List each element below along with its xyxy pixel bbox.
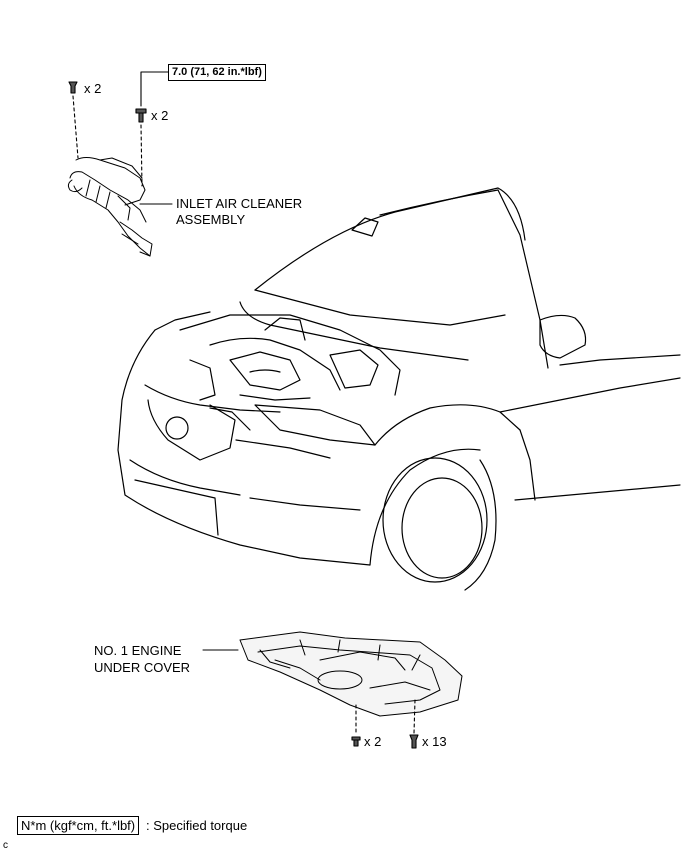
bolt-qty-top: x 2 [151, 108, 169, 123]
torque-spec-box: 7.0 (71, 62 in.*lbf) [168, 64, 266, 81]
bolt-icon [135, 108, 147, 123]
under-cover-label-line1: NO. 1 ENGINE [94, 643, 182, 658]
air-cleaner-label-line2: ASSEMBLY [176, 212, 246, 227]
under-cover-drawing [239, 631, 463, 717]
bolt-icon [351, 736, 361, 747]
under-cover-label-line2: UNDER COVER [94, 660, 191, 675]
air-cleaner-drawing [67, 157, 153, 257]
air-cleaner-label-line1: INLET AIR CLEANER [176, 196, 303, 211]
vehicle-drawing [117, 187, 681, 591]
torque-legend-text: : Specified torque [146, 818, 248, 833]
corner-code: c [3, 840, 8, 851]
leader-dashed [72, 95, 79, 159]
clip-qty-bottom: x 13 [422, 734, 447, 749]
torque-legend-box: N*m (kgf*cm, ft.*lbf) [17, 816, 140, 835]
bolt-qty-bottom: x 2 [364, 734, 382, 749]
torque-leader [140, 71, 169, 107]
leader-dashed [413, 699, 416, 734]
clip-qty-top: x 2 [84, 81, 102, 96]
leader-dashed [140, 124, 143, 187]
clip-icon [68, 81, 78, 94]
clip-icon [409, 734, 419, 749]
